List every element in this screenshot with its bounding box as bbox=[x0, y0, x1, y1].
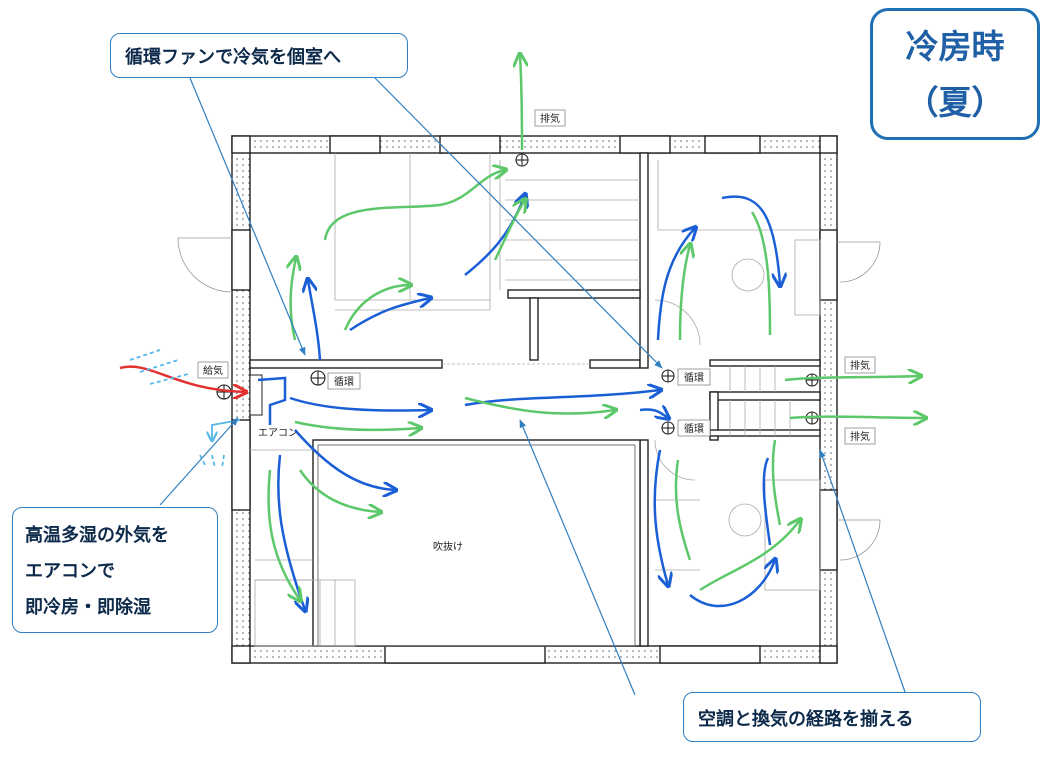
callout-circulation-fan: 循環ファンで冷気を個室へ bbox=[110, 33, 408, 78]
callout-outdoor-air: 高温多湿の外気を エアコンで 即冷房・即除湿 bbox=[12, 507, 218, 633]
exhaust-right-label-1: 排気 bbox=[850, 359, 870, 372]
exhaust-fan-right-1 bbox=[805, 373, 819, 387]
callout-outdoor-air-line-3: 即冷房・即除湿 bbox=[25, 597, 151, 618]
callout-circulation-fan-text: 循環ファンで冷気を個室へ bbox=[125, 47, 341, 68]
circulation-label-3: 循環 bbox=[684, 422, 704, 435]
callout-outdoor-air-line-2: エアコンで bbox=[25, 561, 115, 582]
walls bbox=[231, 135, 838, 664]
leader-lines bbox=[159, 77, 906, 696]
hot-outdoor-air-arrow bbox=[119, 365, 245, 392]
circulation-fan-3 bbox=[661, 421, 675, 435]
mode-badge: 冷房時 （夏） bbox=[870, 8, 1040, 140]
plan-labels: 給気 排気 排気 排気 循環 循環 循環 エアコン 吹抜け bbox=[197, 109, 876, 553]
exhaust-fan-top bbox=[515, 153, 529, 167]
aircon-outline bbox=[257, 376, 287, 425]
circulation-label-1: 循環 bbox=[334, 375, 354, 388]
aircon-unit bbox=[249, 374, 263, 416]
callout-outdoor-air-line-1: 高温多湿の外気を bbox=[25, 525, 169, 546]
exhaust-right-label-2: 排気 bbox=[850, 430, 870, 443]
callout-route-alignment: 空調と換気の経路を揃える bbox=[683, 692, 981, 742]
atrium-label: 吹抜け bbox=[433, 540, 463, 553]
mode-season: （夏） bbox=[905, 83, 1005, 122]
supply-label: 給気 bbox=[203, 364, 223, 377]
circulation-fan-1 bbox=[310, 370, 326, 386]
exhaust-top-label: 排気 bbox=[540, 112, 560, 125]
mode-title: 冷房時 bbox=[905, 27, 1005, 66]
circulation-label-2: 循環 bbox=[684, 371, 704, 384]
exterior-doors bbox=[177, 237, 881, 561]
fresh-air-arrows bbox=[267, 55, 925, 600]
callout-route-alignment-text: 空調と換気の経路を揃える bbox=[698, 709, 914, 730]
aircon-label: エアコン bbox=[258, 428, 298, 439]
furniture-lines bbox=[250, 153, 821, 647]
circulation-fan-2 bbox=[661, 369, 675, 383]
